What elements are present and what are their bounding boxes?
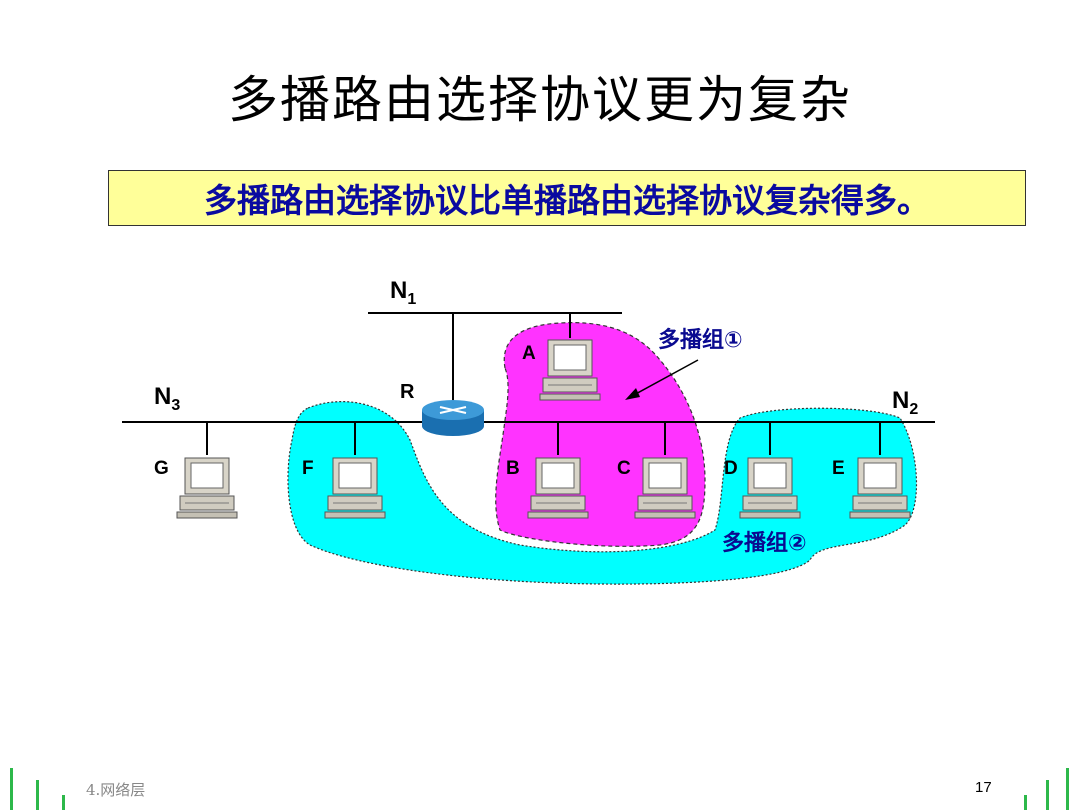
multicast-group-2-region <box>287 401 918 585</box>
footer-deco-bar <box>1046 780 1049 810</box>
footer-deco-bar <box>36 780 39 810</box>
callout-box: 多播路由选择协议比单播路由选择协议复杂得多。 <box>108 170 1026 226</box>
group-1-pointer <box>631 359 699 397</box>
host-a-icon <box>539 339 601 401</box>
router-label: R <box>400 381 415 403</box>
callout-text: 多播路由选择协议比单播路由选择协议复杂得多。 <box>204 181 930 220</box>
network-n2-label: N2 <box>892 387 918 418</box>
network-n1-label: N1 <box>390 277 416 308</box>
footer-chapter: 4.网络层 <box>86 781 146 799</box>
host-d-label: D <box>724 458 738 479</box>
group-1-label: 多播组① <box>658 327 743 353</box>
page-number: 17 <box>975 779 992 796</box>
footer-deco-bar <box>62 795 65 810</box>
router-icon <box>422 400 484 436</box>
slide-title: 多播路由选择协议更为复杂 <box>228 71 852 129</box>
host-b-icon <box>527 457 589 519</box>
host-a-label: A <box>522 343 536 364</box>
host-g-label: G <box>154 458 169 479</box>
host-g-icon <box>176 457 238 519</box>
host-d-icon <box>739 457 801 519</box>
host-e-icon <box>849 457 911 519</box>
host-f-label: F <box>302 458 314 479</box>
host-e-label: E <box>832 458 845 479</box>
host-f-icon <box>324 457 386 519</box>
host-c-label: C <box>617 458 631 479</box>
footer-deco-bar <box>1066 768 1069 810</box>
network-n3-label: N3 <box>154 383 180 414</box>
host-c-icon <box>634 457 696 519</box>
footer-deco-bar <box>10 768 13 810</box>
group-2-label: 多播组② <box>722 530 807 556</box>
footer-deco-bar <box>1024 795 1027 810</box>
host-b-label: B <box>506 458 520 479</box>
